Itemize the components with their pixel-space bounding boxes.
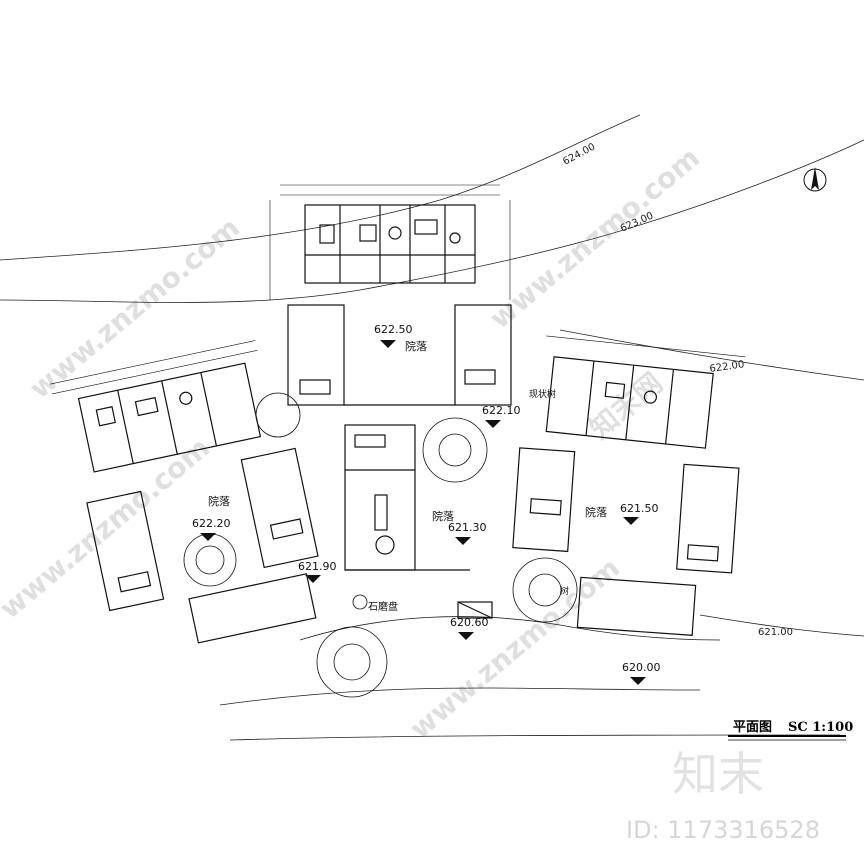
elev-621-50-text: 621.50 xyxy=(620,502,659,515)
tree-east-south xyxy=(512,557,578,623)
tree-label: 树 xyxy=(560,585,569,597)
drawing-title: 平面图 xyxy=(733,720,772,735)
contour-label-621: 621.00 xyxy=(758,627,793,638)
tree-west-courtyard xyxy=(183,533,237,587)
watermark-site-4: www.znzmo.com xyxy=(0,431,216,625)
tree-north-west xyxy=(255,392,301,438)
elev-621-90-text: 621.90 xyxy=(298,560,337,573)
elev-620-60: 620.60 xyxy=(450,616,489,640)
drawing-scale: SC 1:100 xyxy=(788,720,853,735)
elev-621-30-text: 621.30 xyxy=(448,521,487,534)
north-wing-outline xyxy=(304,204,476,284)
elev-620-00: 620.00 xyxy=(622,661,661,685)
tree-center xyxy=(422,417,488,483)
tree-south xyxy=(316,626,388,698)
contour-line-621 xyxy=(699,614,864,637)
path-edge xyxy=(299,616,721,641)
watermark-layer: www.znzmo.com www.znzmo.com www.znzmo.co… xyxy=(0,141,706,745)
elev-621-90: 621.90 xyxy=(298,560,337,583)
west-courtyard-rooms xyxy=(86,447,319,644)
watermark-logo: 知末 xyxy=(672,747,764,801)
courtyard-north-label: 院落 xyxy=(405,339,427,353)
contour-line-622 xyxy=(559,329,864,381)
north-wing xyxy=(269,184,511,300)
courtyard-center-label: 院落 xyxy=(432,509,454,523)
elev-622-50: 622.50 xyxy=(374,323,413,348)
elev-620-60-text: 620.60 xyxy=(450,616,489,629)
courtyard-west-label: 院落 xyxy=(208,494,230,508)
elev-622-10-text: 622.10 xyxy=(482,404,521,417)
contour-line-623 xyxy=(0,139,864,303)
tree-symbols xyxy=(183,392,578,698)
existing-tree-label: 现状树 xyxy=(529,388,556,400)
contour-label-624: 624.00 xyxy=(561,142,597,168)
elev-621-50: 621.50 xyxy=(620,502,659,525)
north-courtyard-rooms xyxy=(287,304,512,406)
elev-622-50-text: 622.50 xyxy=(374,323,413,336)
title-block: 平面图 SC 1:100 xyxy=(728,720,853,741)
stone-mill-symbol xyxy=(352,594,368,610)
west-wing xyxy=(49,340,262,473)
stone-mill-label: 石磨盘 xyxy=(368,600,398,613)
courtyard-east-label: 院落 xyxy=(585,505,607,519)
road-edge-1 xyxy=(219,687,701,706)
north-arrow-icon xyxy=(803,167,827,192)
east-wing xyxy=(545,335,746,449)
elev-622-10: 622.10 xyxy=(482,404,521,428)
elev-620-00-text: 620.00 xyxy=(622,661,661,674)
contour-lines xyxy=(0,114,864,741)
elev-622-20-text: 622.20 xyxy=(192,517,231,530)
center-wing xyxy=(344,424,470,571)
contour-line-624 xyxy=(0,114,641,261)
elev-621-30: 621.30 xyxy=(448,521,487,545)
east-courtyard-rooms xyxy=(512,447,740,636)
contour-label-622: 622.00 xyxy=(709,359,745,375)
entrance-gate xyxy=(457,601,493,619)
watermark-id: ID: 1173316528 xyxy=(626,816,820,844)
